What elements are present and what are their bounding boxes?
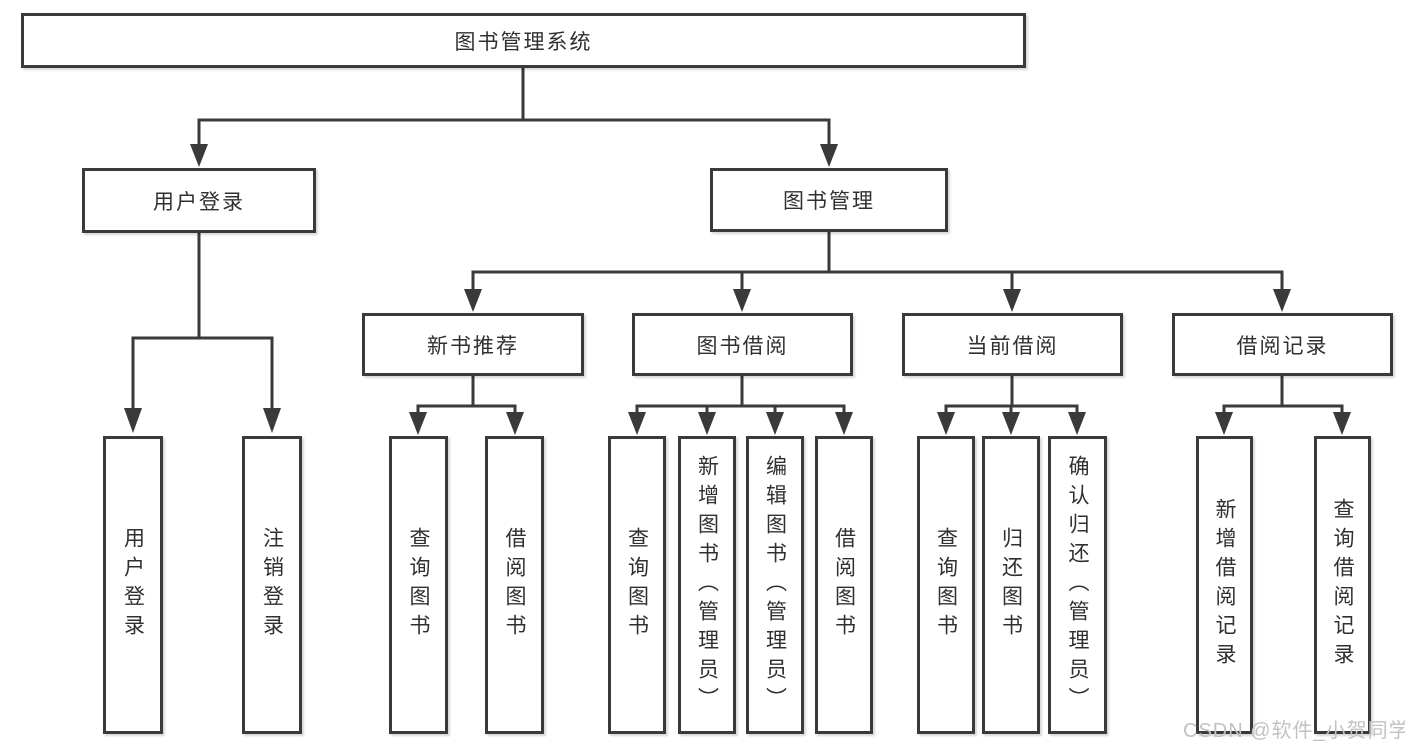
node-label: 图书管理	[783, 190, 875, 213]
node-leaf-user-login: 用户登录	[103, 436, 163, 734]
node-label: 注销登录	[260, 527, 284, 643]
node-leaf-borrow-books-recommend: 借阅图书	[485, 436, 544, 734]
connector-new-book-recommendation-to-leaves	[409, 374, 524, 435]
connector-book-borrowing-to-leaves	[628, 374, 853, 435]
node-leaf-query-books-current: 查询图书	[917, 436, 975, 734]
node-leaf-logout: 注销登录	[242, 436, 302, 734]
node-leaf-edit-books-admin: 编辑图书（管理员）	[746, 436, 804, 734]
node-label: 新增借阅记录	[1213, 498, 1236, 672]
connector-borrowing-records-to-leaves	[1215, 374, 1351, 435]
node-label: 图书管理系统	[454, 30, 593, 54]
node-borrowing-records: 借阅记录	[1172, 313, 1393, 376]
node-label: 借阅图书	[503, 527, 526, 643]
node-leaf-query-books-recommend: 查询图书	[389, 436, 448, 734]
node-label: 用户登录	[153, 190, 245, 214]
node-label: 查询图书	[407, 527, 430, 643]
node-new-book-recommendation: 新书推荐	[362, 313, 584, 376]
node-library-management-system: 图书管理系统	[21, 13, 1026, 68]
node-leaf-borrow-books: 借阅图书	[815, 436, 873, 734]
node-label: 查询图书	[934, 527, 958, 643]
connector-book-management-to-level3	[464, 230, 1291, 312]
node-label: 编辑图书（管理员）	[763, 454, 787, 716]
node-label: 借阅记录	[1236, 334, 1329, 358]
node-label: 查询图书	[625, 527, 649, 643]
node-label: 用户登录	[121, 527, 145, 643]
node-label: 确认归还（管理员）	[1066, 454, 1089, 716]
node-label: 新书推荐	[427, 334, 519, 358]
node-leaf-query-borrow-record: 查询借阅记录	[1314, 436, 1371, 734]
node-label: 借阅图书	[832, 527, 856, 643]
node-label: 当前借阅	[966, 334, 1059, 358]
node-leaf-query-books-borrowing: 查询图书	[608, 436, 666, 734]
node-user-login: 用户登录	[82, 168, 316, 233]
node-book-borrowing: 图书借阅	[632, 313, 853, 376]
connector-current-borrowing-to-leaves	[937, 374, 1086, 435]
node-leaf-confirm-return-admin: 确认归还（管理员）	[1048, 436, 1107, 734]
connector-root-to-level2	[190, 66, 838, 167]
node-label: 图书借阅	[696, 334, 789, 358]
connector-user-login-to-leaves	[124, 231, 281, 433]
node-leaf-add-books-admin: 新增图书（管理员）	[678, 436, 736, 734]
csdn-watermark: CSDN @软件_小贺同学	[1183, 720, 1405, 742]
node-label: 新增图书（管理员）	[695, 454, 719, 716]
node-label: 归还图书	[999, 527, 1023, 643]
node-leaf-add-borrow-record: 新增借阅记录	[1196, 436, 1253, 734]
node-book-management: 图书管理	[710, 168, 948, 232]
node-leaf-return-books: 归还图书	[982, 436, 1040, 734]
node-label: 查询借阅记录	[1331, 498, 1354, 672]
node-current-borrowing: 当前借阅	[902, 313, 1123, 376]
